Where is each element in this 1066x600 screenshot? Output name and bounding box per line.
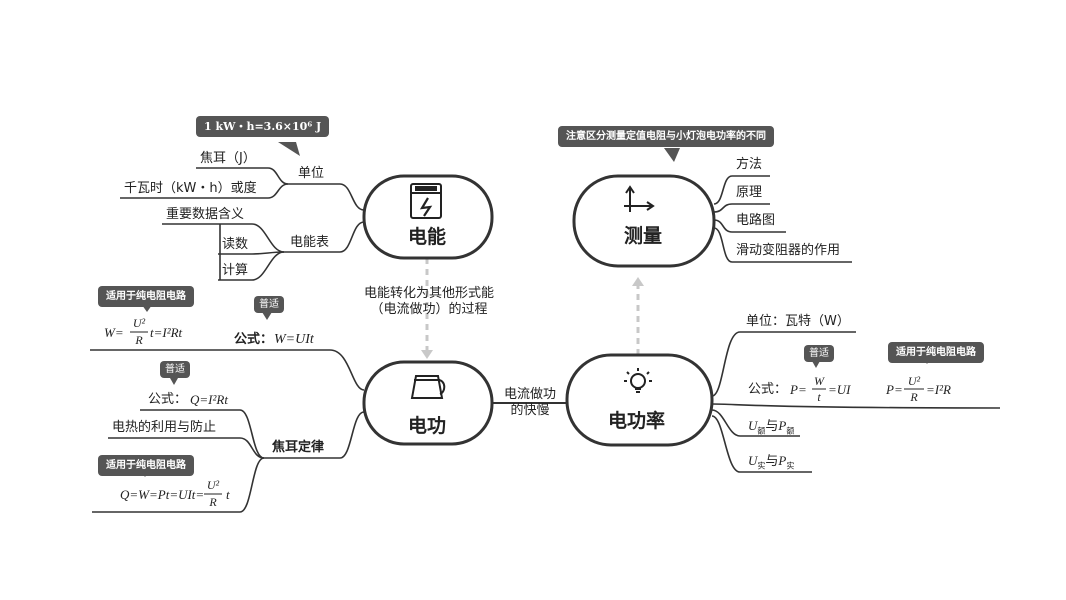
rated-u-sub: 额 xyxy=(757,426,766,436)
actual-u: U xyxy=(748,453,758,468)
energy-meter-label: 电能表 xyxy=(290,235,330,250)
node-power-label: 电功率 xyxy=(608,410,666,432)
dashed-arrowhead-up xyxy=(632,277,644,286)
measure-item-method: 方法 xyxy=(736,157,763,172)
meter-icon xyxy=(410,183,442,219)
meter-item-calc: 计算 xyxy=(222,263,249,278)
node-work-label: 电功 xyxy=(408,415,447,437)
rated-p-sub: 额 xyxy=(786,426,795,436)
joule-formula-label: 公式： xyxy=(148,392,188,407)
measure-branches xyxy=(713,175,852,263)
link-label-work-power-1: 电流做功 xyxy=(503,387,556,402)
rated-and: 与 xyxy=(765,419,779,434)
power-tag-pointer xyxy=(812,361,820,368)
unit-conversion-note: 1 kW・h=3.6×10⁶ J xyxy=(196,116,330,137)
power-formula-num: W xyxy=(814,374,824,388)
measure-note-pointer xyxy=(664,148,680,162)
node-measure-label: 测量 xyxy=(624,225,663,247)
rated-p: P xyxy=(778,418,787,433)
power-formula-den: t xyxy=(817,390,821,404)
node-power-box xyxy=(565,353,714,447)
joule-pure-note: 适用于纯电阻电路 xyxy=(98,455,194,476)
rated-u: U xyxy=(748,418,758,433)
kettle-icon xyxy=(410,375,446,399)
bulb-icon xyxy=(624,368,652,393)
work-formula-label: 公式： xyxy=(234,332,274,347)
power-formula-lhs: P= xyxy=(790,382,807,397)
energy-unit-kwh: 千瓦时（kW・h）或度 xyxy=(124,181,257,196)
link-label-work-power-2: 的快慢 xyxy=(510,403,550,418)
work-branches xyxy=(90,349,365,513)
work-pure-num: U² xyxy=(132,316,146,330)
power-pure-num: U² xyxy=(907,374,921,388)
node-measure-box xyxy=(572,174,716,268)
joule-formula: Q=I²Rt xyxy=(190,392,228,407)
heat-use-label: 电热的利用与防止 xyxy=(112,420,217,435)
work-pure-rhs: t=I²Rt xyxy=(150,325,183,340)
power-formula-rhs: =UI xyxy=(828,382,851,397)
joule-formula-tag: 普适 xyxy=(160,361,190,378)
actual-values: U实与P实 xyxy=(748,453,794,475)
joule-tag-pointer xyxy=(170,378,178,385)
work-formula: W=UIt xyxy=(274,332,314,347)
power-branches xyxy=(711,331,1001,473)
rated-values: U额与P额 xyxy=(748,418,794,440)
power-pure-lhs: P= xyxy=(886,382,903,397)
measure-item-principle: 原理 xyxy=(736,185,763,200)
measure-note: 注意区分测量定值电阻与小灯泡电功率的不同 xyxy=(558,126,774,147)
energy-branches xyxy=(120,167,365,281)
actual-u-sub: 实 xyxy=(757,461,766,471)
actual-p-sub: 实 xyxy=(786,461,795,471)
work-formula-tag: 普适 xyxy=(254,296,284,313)
meter-item-data: 重要数据含义 xyxy=(166,207,245,222)
power-formula-tag: 普适 xyxy=(804,345,834,362)
work-pure-lhs: W= xyxy=(104,325,124,340)
dashed-arrowhead-down xyxy=(421,350,433,359)
joule-pure-rhs: t xyxy=(226,487,230,502)
energy-unit-label: 单位 xyxy=(298,166,325,181)
measure-item-circuit: 电路图 xyxy=(736,213,776,228)
work-tag-pointer xyxy=(262,312,272,320)
axes-icon xyxy=(624,185,655,212)
actual-p: P xyxy=(778,453,787,468)
work-pure-note: 适用于纯电阻电路 xyxy=(98,286,194,307)
link-label-energy-work-2: （电流做功）的过程 xyxy=(370,302,488,317)
node-work-box xyxy=(362,360,494,446)
power-pure-rhs: =I²R xyxy=(926,382,951,397)
joule-pure-lhs: Q=W=Pt=UIt= xyxy=(120,487,205,502)
power-pure-note: 适用于纯电阻电路 xyxy=(888,342,984,363)
joule-law-label: 焦耳定律 xyxy=(272,440,325,455)
power-formula-label: 公式： xyxy=(748,382,788,397)
joule-pure-den: R xyxy=(209,495,217,509)
meter-item-reading: 读数 xyxy=(222,237,249,252)
link-label-energy-work-1: 电能转化为其他形式能 xyxy=(363,286,494,301)
power-unit: 单位：瓦特（W） xyxy=(746,314,850,329)
power-pure-den: R xyxy=(910,390,918,404)
measure-item-rheostat: 滑动变阻器的作用 xyxy=(736,243,841,258)
node-energy-label: 电能 xyxy=(408,226,447,248)
joule-pure-num: U² xyxy=(206,478,220,492)
unit-note-pointer xyxy=(278,142,300,156)
energy-unit-joule: 焦耳（J） xyxy=(200,151,256,166)
actual-and: 与 xyxy=(765,454,779,469)
work-pure-den: R xyxy=(135,333,143,347)
